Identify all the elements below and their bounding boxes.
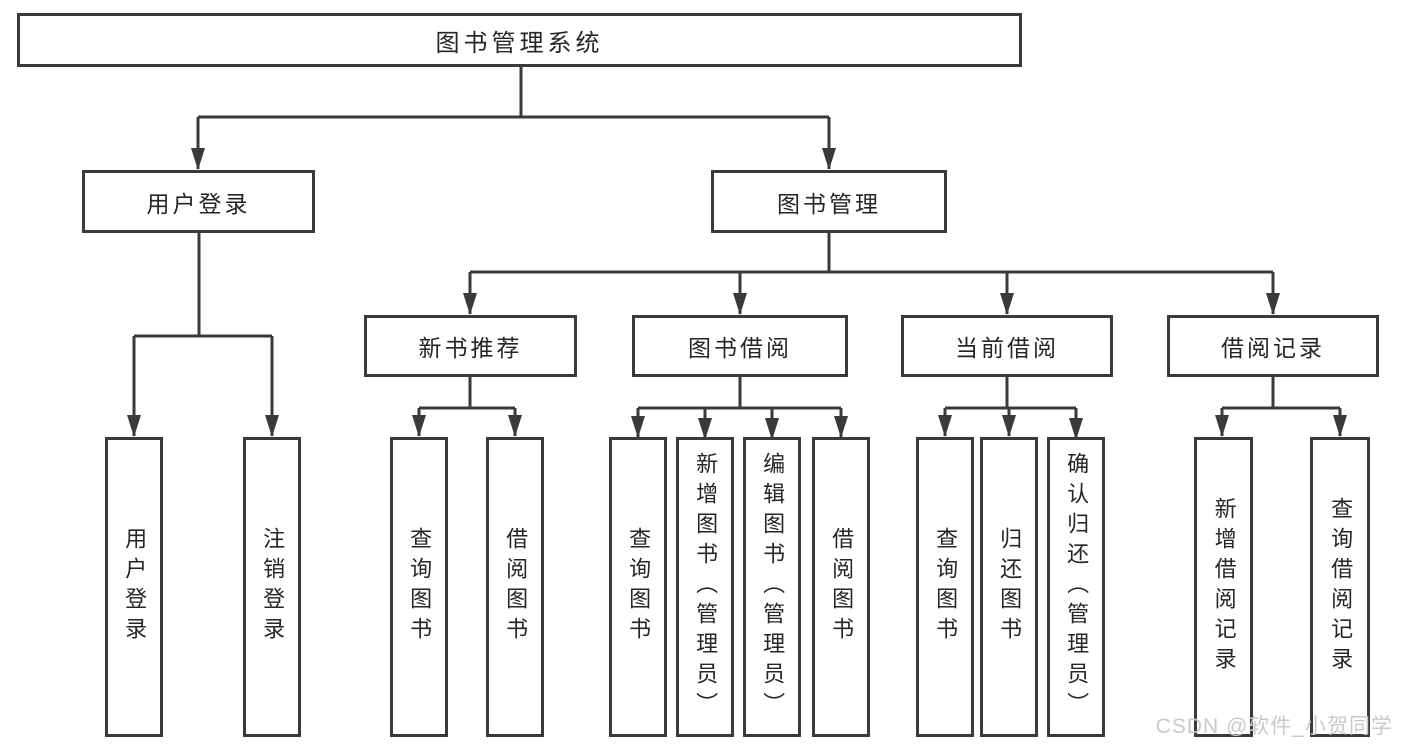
node-label: 用户登录 <box>122 527 148 647</box>
node-label: 查询图书 <box>933 527 959 647</box>
node-leaf-query-books: 查询图书 <box>609 437 667 737</box>
node-label: 新增图书（管理员） <box>693 452 719 722</box>
node-label: 查询借阅记录 <box>1328 497 1354 677</box>
node-label: 借阅图书 <box>503 527 529 647</box>
node-label: 新增借阅记录 <box>1211 497 1237 677</box>
node-leaf-query-books: 查询图书 <box>390 437 448 737</box>
node-leaf-add-borrow-record: 新增借阅记录 <box>1194 437 1253 737</box>
node-leaf-edit-books-admin: 编辑图书（管理员） <box>743 437 801 737</box>
node-new-book-recommend: 新书推荐 <box>364 315 577 377</box>
node-label: 查询图书 <box>407 527 433 647</box>
node-leaf-borrow-books: 借阅图书 <box>812 437 870 737</box>
node-borrow-records: 借阅记录 <box>1167 315 1379 377</box>
node-user-login: 用户登录 <box>82 170 315 233</box>
node-label: 注销登录 <box>260 527 286 647</box>
node-label: 查询图书 <box>626 527 652 647</box>
node-label: 确认归还（管理员） <box>1064 452 1090 722</box>
csdn-watermark: CSDN @软件_小贺同学 <box>1155 715 1393 738</box>
node-leaf-return-books: 归还图书 <box>980 437 1038 737</box>
node-leaf-logout-login: 注销登录 <box>243 437 301 737</box>
node-leaf-confirm-return-admin: 确认归还（管理员） <box>1047 437 1105 737</box>
node-leaf-query-borrow-record: 查询借阅记录 <box>1310 437 1370 737</box>
node-current-borrow: 当前借阅 <box>901 315 1113 377</box>
node-root-system: 图书管理系统 <box>17 13 1022 67</box>
node-label: 编辑图书（管理员） <box>760 452 786 722</box>
node-label: 借阅图书 <box>829 527 855 647</box>
node-leaf-borrow-books: 借阅图书 <box>486 437 544 737</box>
node-book-management: 图书管理 <box>711 170 947 233</box>
node-leaf-user-login: 用户登录 <box>105 437 163 737</box>
node-label: 归还图书 <box>997 527 1023 647</box>
node-leaf-add-books-admin: 新增图书（管理员） <box>676 437 734 737</box>
node-leaf-query-books: 查询图书 <box>916 437 974 737</box>
node-book-borrow: 图书借阅 <box>632 315 848 377</box>
